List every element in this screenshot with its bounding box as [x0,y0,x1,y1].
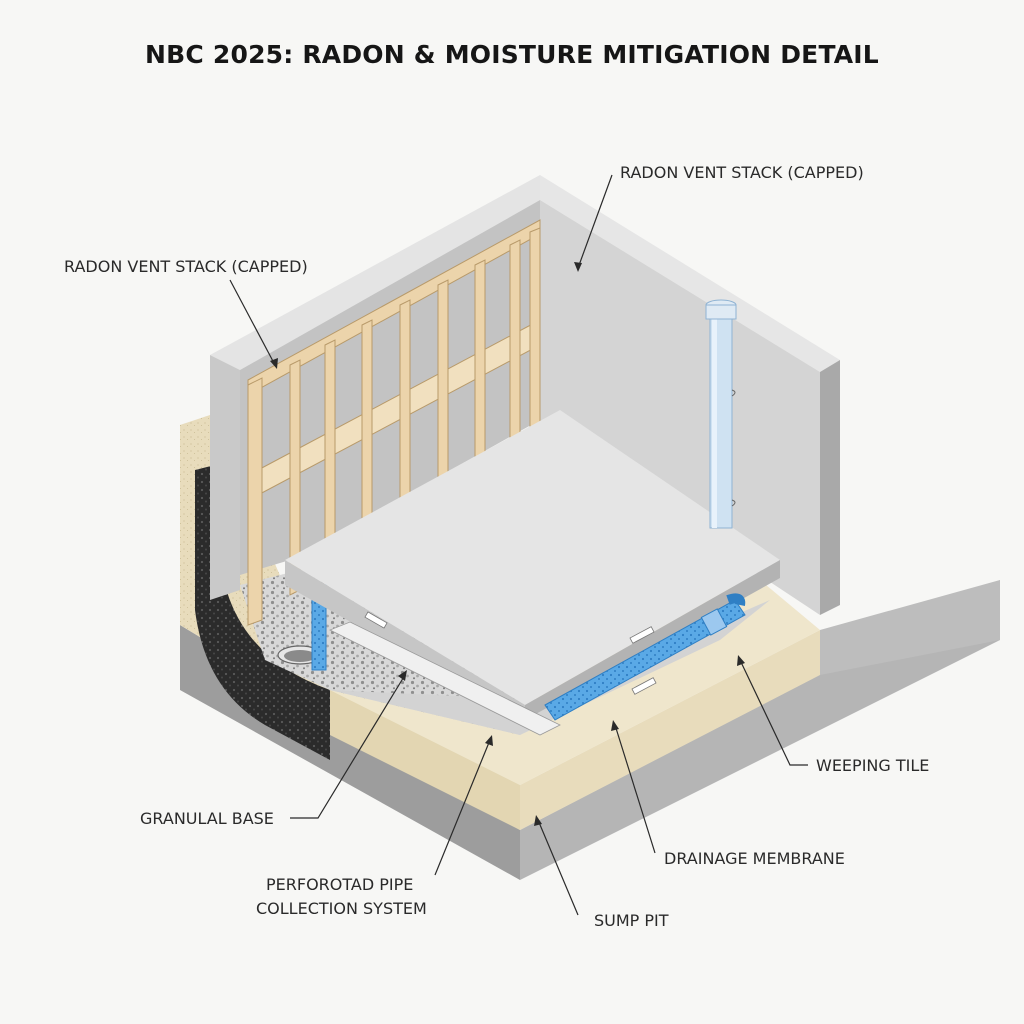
radon-vent-stack [705,299,737,529]
annotation-radon-vent-left: RADON VENT STACK (CAPPED) [64,257,308,369]
diagram-title: NBC 2025: RADON & MOISTURE MITIGATION DE… [145,40,879,69]
annotation-sump-pit: SUMP PIT [534,815,669,930]
annotation-radon-vent-right: RADON VENT STACK (CAPPED) [574,163,864,272]
right-foundation-wall [540,175,840,615]
annotation-drainage-membrane: DRAINAGE MEMBRANE [611,720,845,868]
annotation-perforated-pipe: PERFOROTAD PIPE COLLECTION SYSTEM [256,735,493,918]
annotation-granular-base: GRANULAL BASE [140,670,407,828]
waterproof-membrane [195,465,330,760]
stud-wall-framing [247,219,541,626]
weeping-tile-pipe [544,593,746,721]
label-radon-vent-right: RADON VENT STACK (CAPPED) [620,163,864,182]
label-radon-vent-left: RADON VENT STACK (CAPPED) [64,257,308,276]
label-drainage-membrane: DRAINAGE MEMBRANE [664,849,845,868]
label-sump-pit: SUMP PIT [594,911,669,930]
left-foundation-wall [210,175,540,600]
label-perforated-pipe-2: COLLECTION SYSTEM [256,899,427,918]
label-perforated-pipe-1: PERFOROTAD PIPE [266,875,413,894]
label-weeping-tile: WEEPING TILE [816,756,929,775]
label-granular-base: GRANULAL BASE [140,809,274,828]
annotation-weeping-tile: WEEPING TILE [737,655,929,775]
